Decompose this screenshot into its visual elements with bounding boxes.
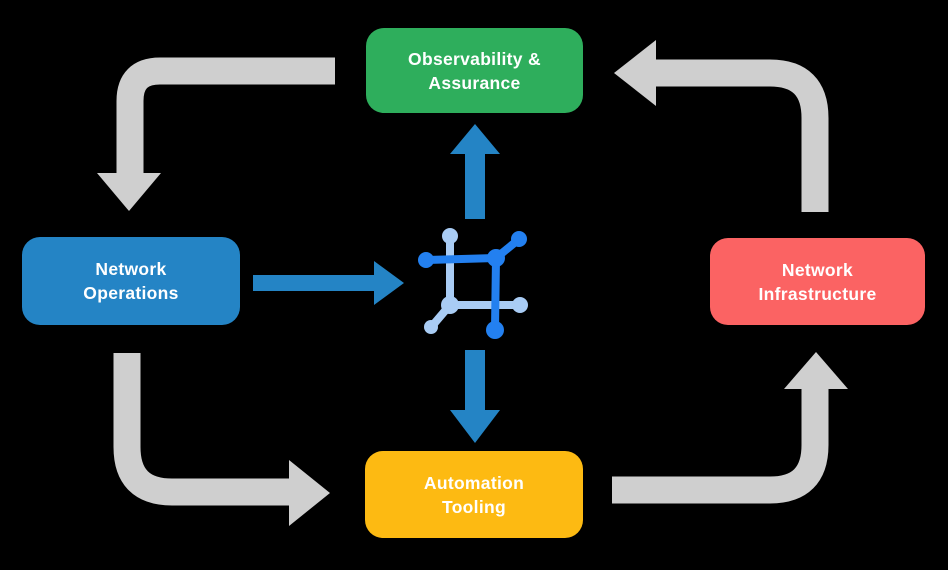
node-network-operations: Network Operations (22, 237, 240, 325)
arrow-head-right-icon (374, 261, 404, 305)
icon-node (424, 320, 438, 334)
arrow-head-right-icon (289, 460, 330, 526)
arrow-shaft (656, 59, 829, 212)
icon-node (486, 321, 504, 339)
arrow-shaft (612, 389, 829, 504)
arrow-head-down-icon (450, 410, 500, 443)
arrow-head-down-icon (97, 173, 161, 211)
network-platform-icon-dark (418, 231, 527, 339)
arrow-head-left-icon (614, 40, 656, 106)
arrow-head-up-icon (450, 124, 500, 154)
node-network-infrastructure: Network Infrastructure (710, 238, 925, 325)
icon-line (423, 254, 500, 264)
icon-node (511, 231, 527, 247)
icon-node (512, 297, 528, 313)
icon-node (487, 249, 505, 267)
icon-node (418, 252, 434, 268)
node-automation-tooling: Automation Tooling (365, 451, 583, 538)
arrow-infrastructure-to-observability (614, 40, 829, 212)
arrow-automation-to-infrastructure (612, 352, 848, 504)
icon-node (442, 228, 458, 244)
arrow-shaft (113, 353, 289, 506)
arrow-center-to-observability (450, 124, 500, 219)
node-label: Network Infrastructure (758, 259, 877, 304)
network-platform-icon-light (424, 228, 528, 334)
network-platform-icon (418, 228, 528, 339)
arrow-operations-to-center (253, 261, 404, 305)
node-label: Automation Tooling (423, 472, 525, 517)
arrow-head-up-icon (784, 352, 848, 389)
node-label: Network Operations (83, 259, 179, 303)
node-observability-assurance: Observability & Assurance (366, 28, 583, 113)
icon-line (491, 254, 500, 333)
arrow-center-to-automation (450, 350, 500, 443)
arrow-operations-to-automation (113, 353, 330, 526)
node-label: Observability & Assurance (408, 48, 541, 93)
arrow-shaft (116, 57, 335, 174)
icon-node (441, 296, 459, 314)
arrow-observability-to-operations (97, 57, 335, 211)
